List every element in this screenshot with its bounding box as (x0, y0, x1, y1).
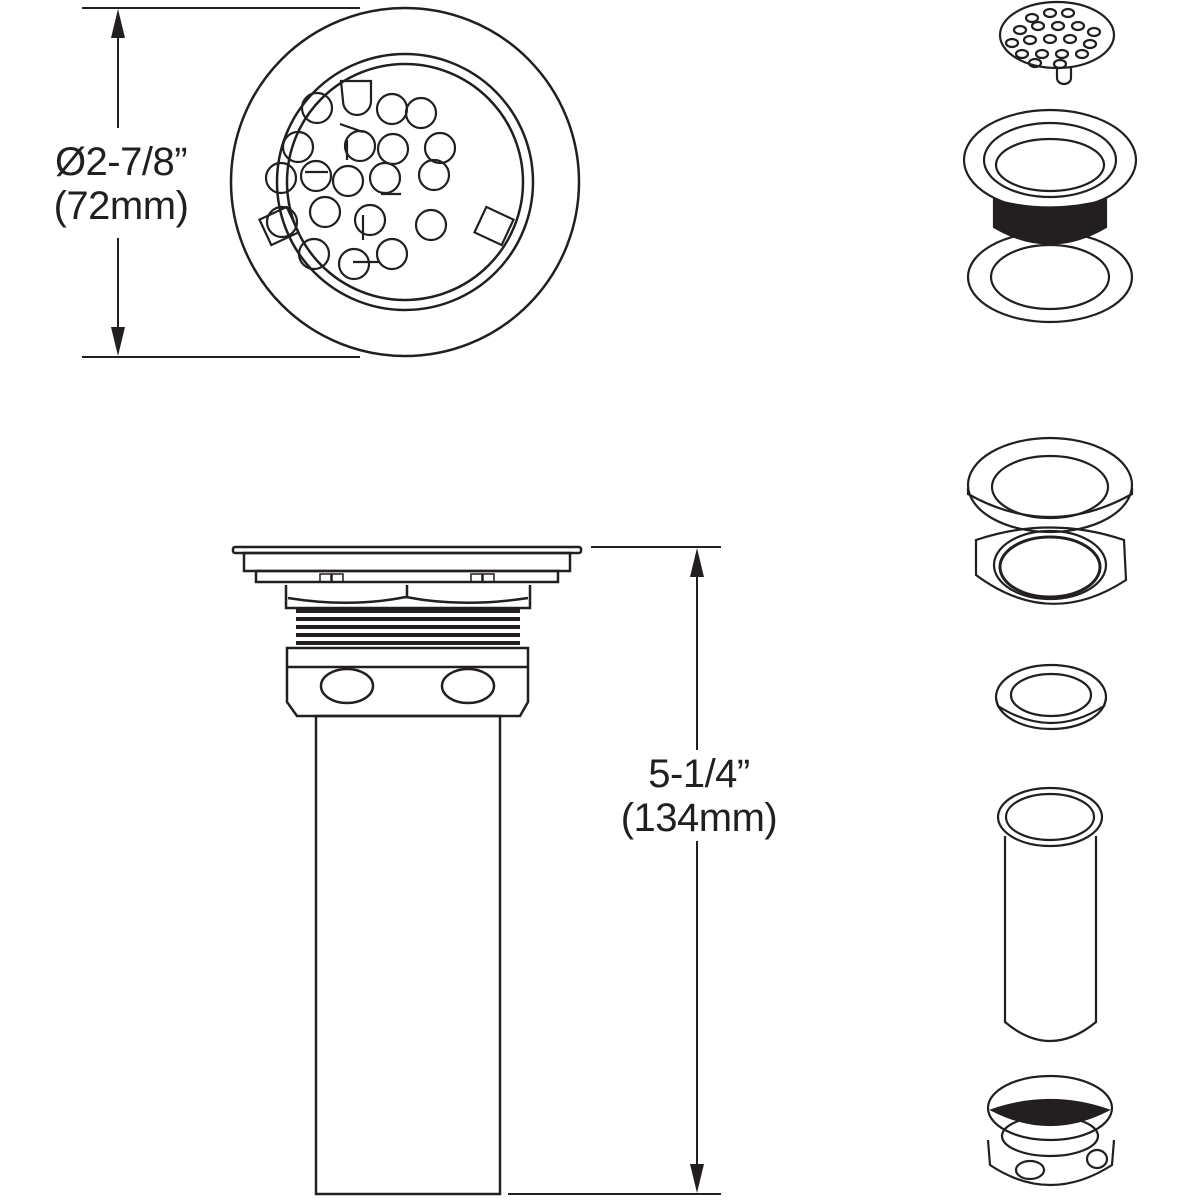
diameter-dimension-label: Ø2-7/8” (72mm) (46, 140, 196, 228)
height-dimension-label: 5-1/4” (134mm) (616, 752, 782, 840)
gasket (966, 230, 1134, 324)
tailpiece (996, 786, 1104, 1042)
locknut (974, 526, 1128, 605)
diameter-imperial: Ø2-7/8” (54, 140, 188, 184)
drain-assembly-side-view (231, 545, 721, 1196)
rubber-washer (966, 436, 1134, 534)
strainer-basket (998, 0, 1116, 86)
exploded-parts-column (962, 0, 1138, 1187)
drain-flange-body (962, 108, 1138, 245)
arrow-down-icon (690, 1164, 704, 1193)
height-imperial: 5-1/4” (648, 752, 750, 796)
coupling-nut (986, 1074, 1116, 1187)
height-metric: (134mm) (620, 796, 778, 840)
arrow-down-icon (111, 327, 125, 356)
strainer-top-view (82, 6, 581, 358)
diameter-metric: (72mm) (53, 184, 189, 228)
arrow-up-icon (690, 548, 704, 577)
friction-washer (994, 663, 1108, 731)
arrow-up-icon (111, 9, 125, 38)
